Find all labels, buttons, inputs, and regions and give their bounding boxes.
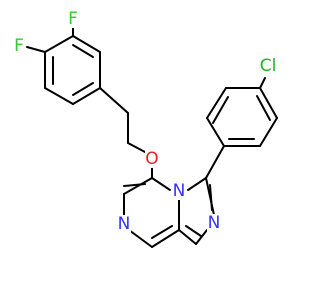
bond [151, 229, 180, 248]
svg-text:F: F [68, 9, 78, 29]
bond [185, 225, 202, 237]
bond [99, 87, 129, 114]
bond [72, 82, 94, 96]
atom-label-n-pyrazine: N [117, 214, 131, 234]
bond [123, 177, 153, 195]
atom-label-o: O [145, 149, 160, 169]
bond [259, 87, 278, 119]
bond [206, 117, 225, 147]
bond [151, 177, 171, 191]
atom-label-f1: F [66, 9, 80, 29]
bond [128, 229, 153, 248]
bond [44, 87, 74, 105]
bond [44, 35, 74, 53]
bond [72, 35, 101, 53]
bond [72, 44, 94, 58]
bond [259, 117, 278, 147]
bond [209, 184, 213, 211]
bond [187, 177, 207, 191]
bond [206, 87, 227, 119]
bond [212, 96, 229, 124]
bond-lines [26, 27, 278, 248]
bond [178, 229, 197, 245]
svg-text:O: O [145, 149, 158, 169]
molecule-structure-diagram: F F Cl O N N N [12, 9, 280, 248]
atom-label-cl: Cl [256, 56, 280, 76]
bond [26, 46, 46, 53]
bond [205, 145, 225, 179]
svg-text:N: N [118, 214, 131, 234]
bond [259, 77, 266, 89]
atom-label-n-imidazole: N [207, 213, 221, 233]
atom-labels: F F Cl O N N N [12, 9, 280, 234]
bond [151, 225, 173, 239]
bond [195, 229, 208, 245]
atom-label-f2: F [12, 36, 26, 56]
svg-text:Cl: Cl [260, 56, 277, 76]
bond [127, 142, 146, 153]
bond [72, 87, 101, 105]
bond [256, 95, 271, 121]
svg-text:F: F [14, 36, 24, 56]
atom-label-n-bridgehead: N [172, 181, 186, 201]
svg-text:N: N [208, 213, 221, 233]
svg-text:N: N [173, 181, 186, 201]
bond [123, 183, 146, 187]
